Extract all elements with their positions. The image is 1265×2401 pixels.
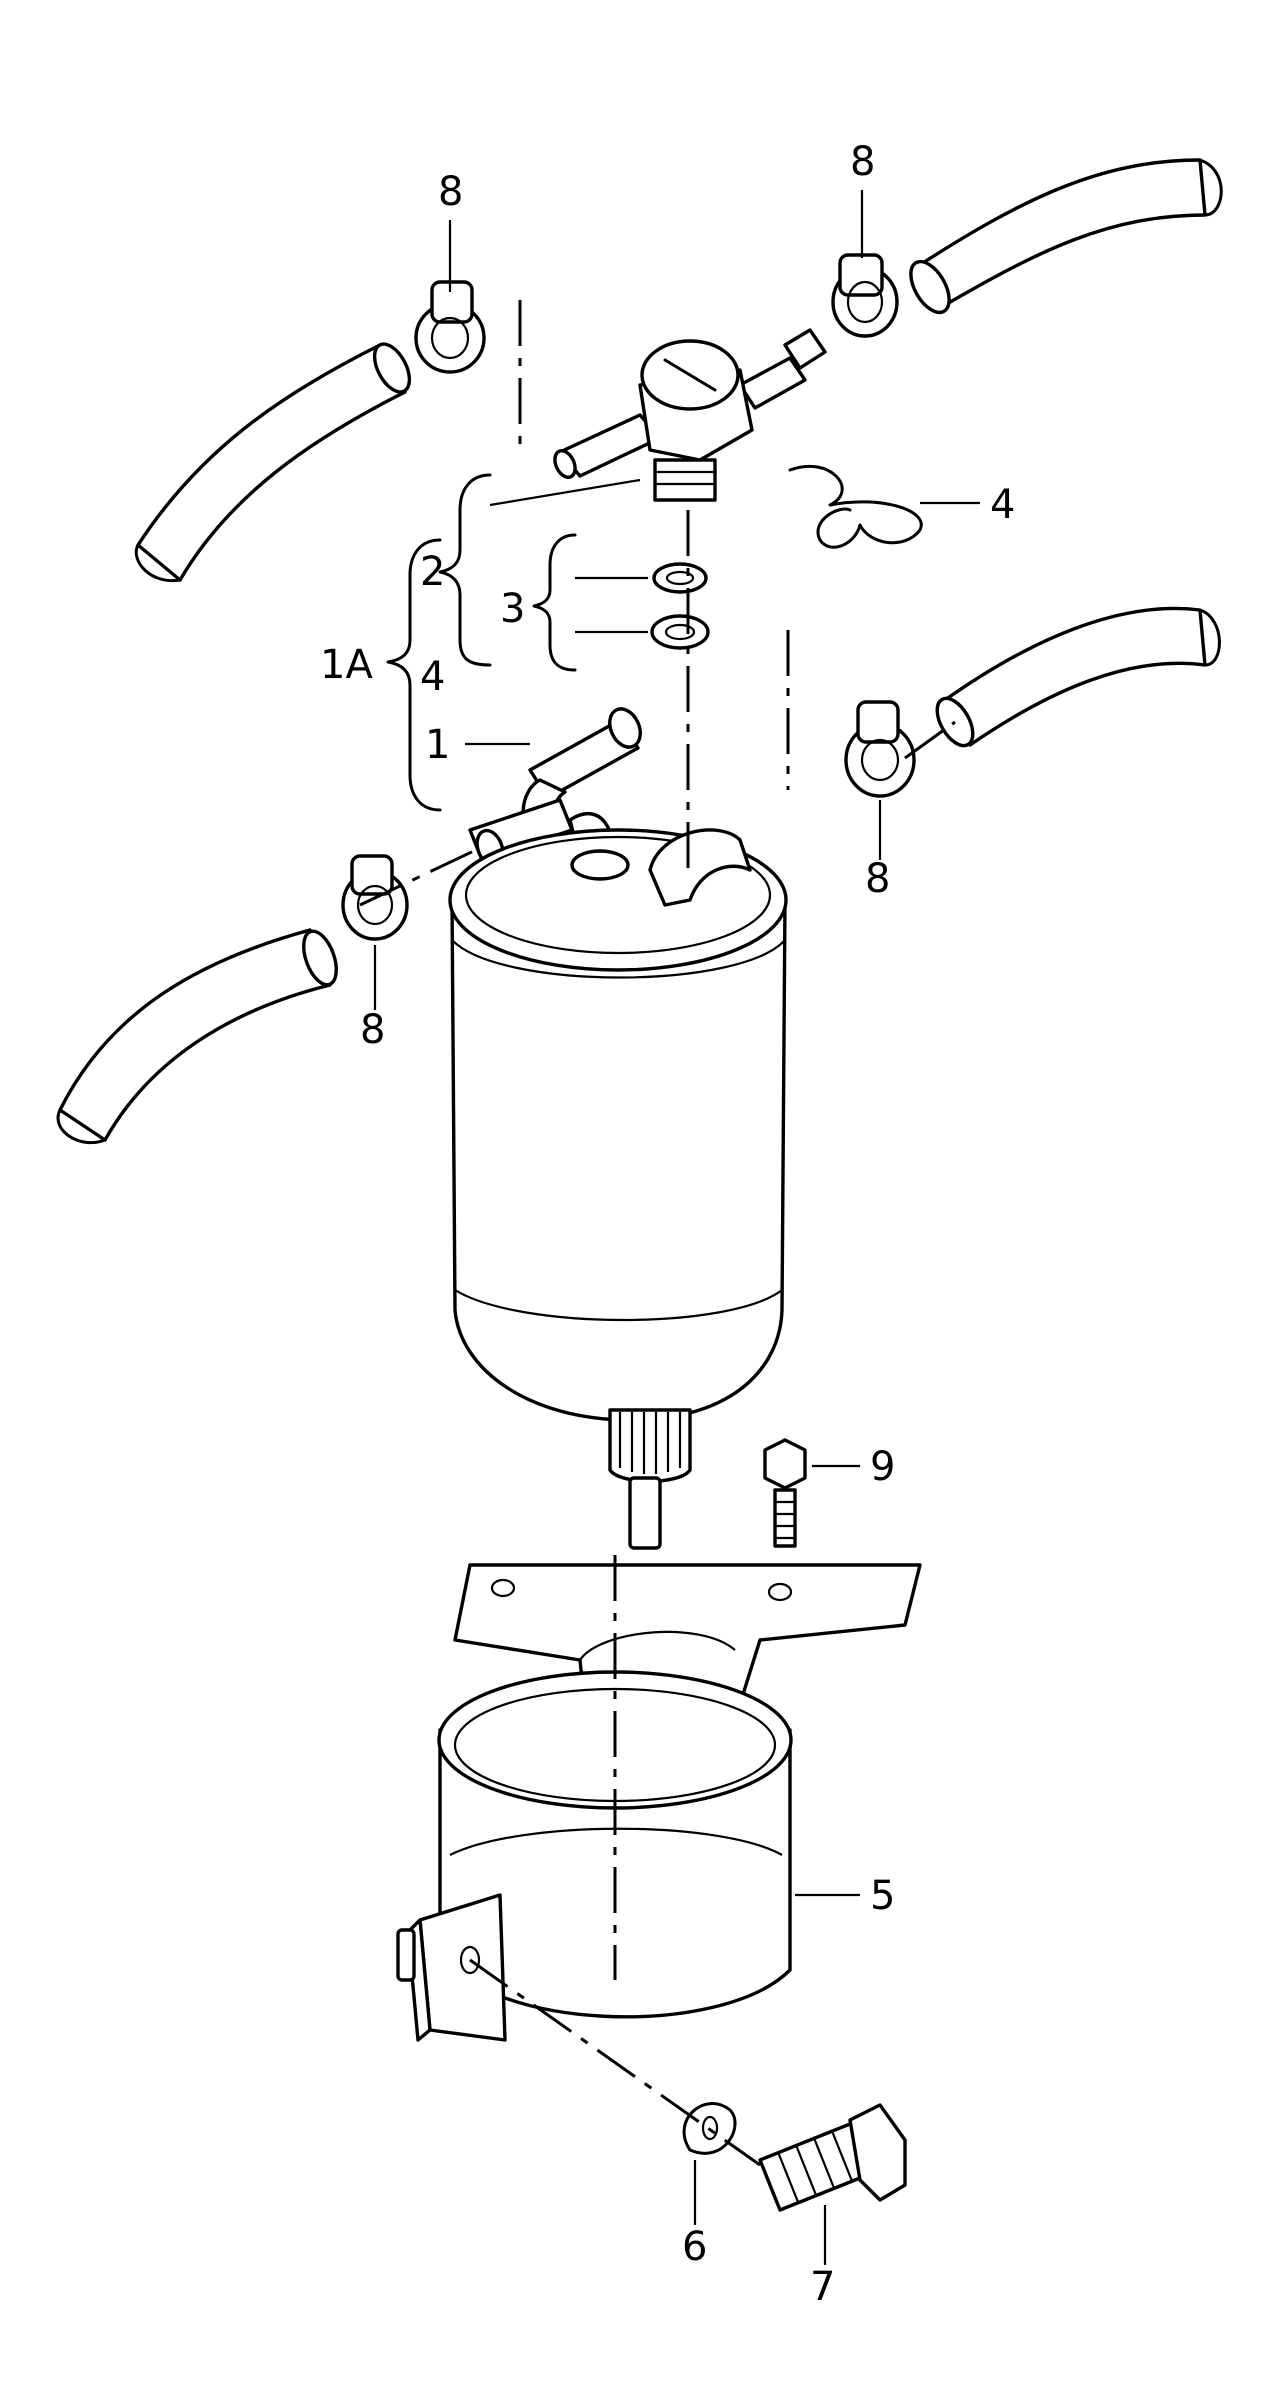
hose-mid-right xyxy=(935,606,1221,748)
assembly-centerlines xyxy=(359,300,956,2167)
hose-top-left xyxy=(134,342,412,583)
bolt-9 xyxy=(763,1438,807,1548)
brace-group-1A xyxy=(386,538,442,812)
callout-8-mid-right: 8 xyxy=(865,856,890,902)
callout-9: 9 xyxy=(870,1444,895,1490)
hose-clamp-mid-right xyxy=(844,700,916,798)
seal-rings xyxy=(650,562,710,650)
callout-8-mid-left: 8 xyxy=(360,1007,385,1053)
brace-group-3 xyxy=(532,533,577,672)
t-connector-valve xyxy=(553,328,827,502)
clamp-ring-5 xyxy=(396,1670,793,2042)
callout-5: 5 xyxy=(870,1873,895,1919)
callout-4-bracket: 4 xyxy=(420,654,445,700)
leader-lines xyxy=(373,190,980,2265)
hose-top-right xyxy=(909,158,1223,315)
callout-4-top: 4 xyxy=(990,482,1015,528)
fuel-filter-housing xyxy=(448,828,788,1550)
washer-6 xyxy=(682,2102,737,2155)
callout-3: 3 xyxy=(500,586,525,632)
retaining-clip-top xyxy=(788,464,923,549)
bolt-7 xyxy=(758,2103,907,2212)
callout-7: 7 xyxy=(810,2264,835,2310)
callout-1A: 1A xyxy=(320,642,373,688)
callout-8-top-right: 8 xyxy=(850,139,875,185)
brace-group-2 xyxy=(438,473,492,667)
hose-clamp-top-left xyxy=(414,280,486,374)
callout-2: 2 xyxy=(420,549,445,595)
hose-clamp-top-right xyxy=(831,253,899,338)
hose-clamp-mid-left xyxy=(341,854,409,941)
callout-1: 1 xyxy=(425,722,450,768)
callout-6: 6 xyxy=(682,2224,707,2270)
callout-8-top-left: 8 xyxy=(438,169,463,215)
hose-mid-left xyxy=(56,928,338,1145)
